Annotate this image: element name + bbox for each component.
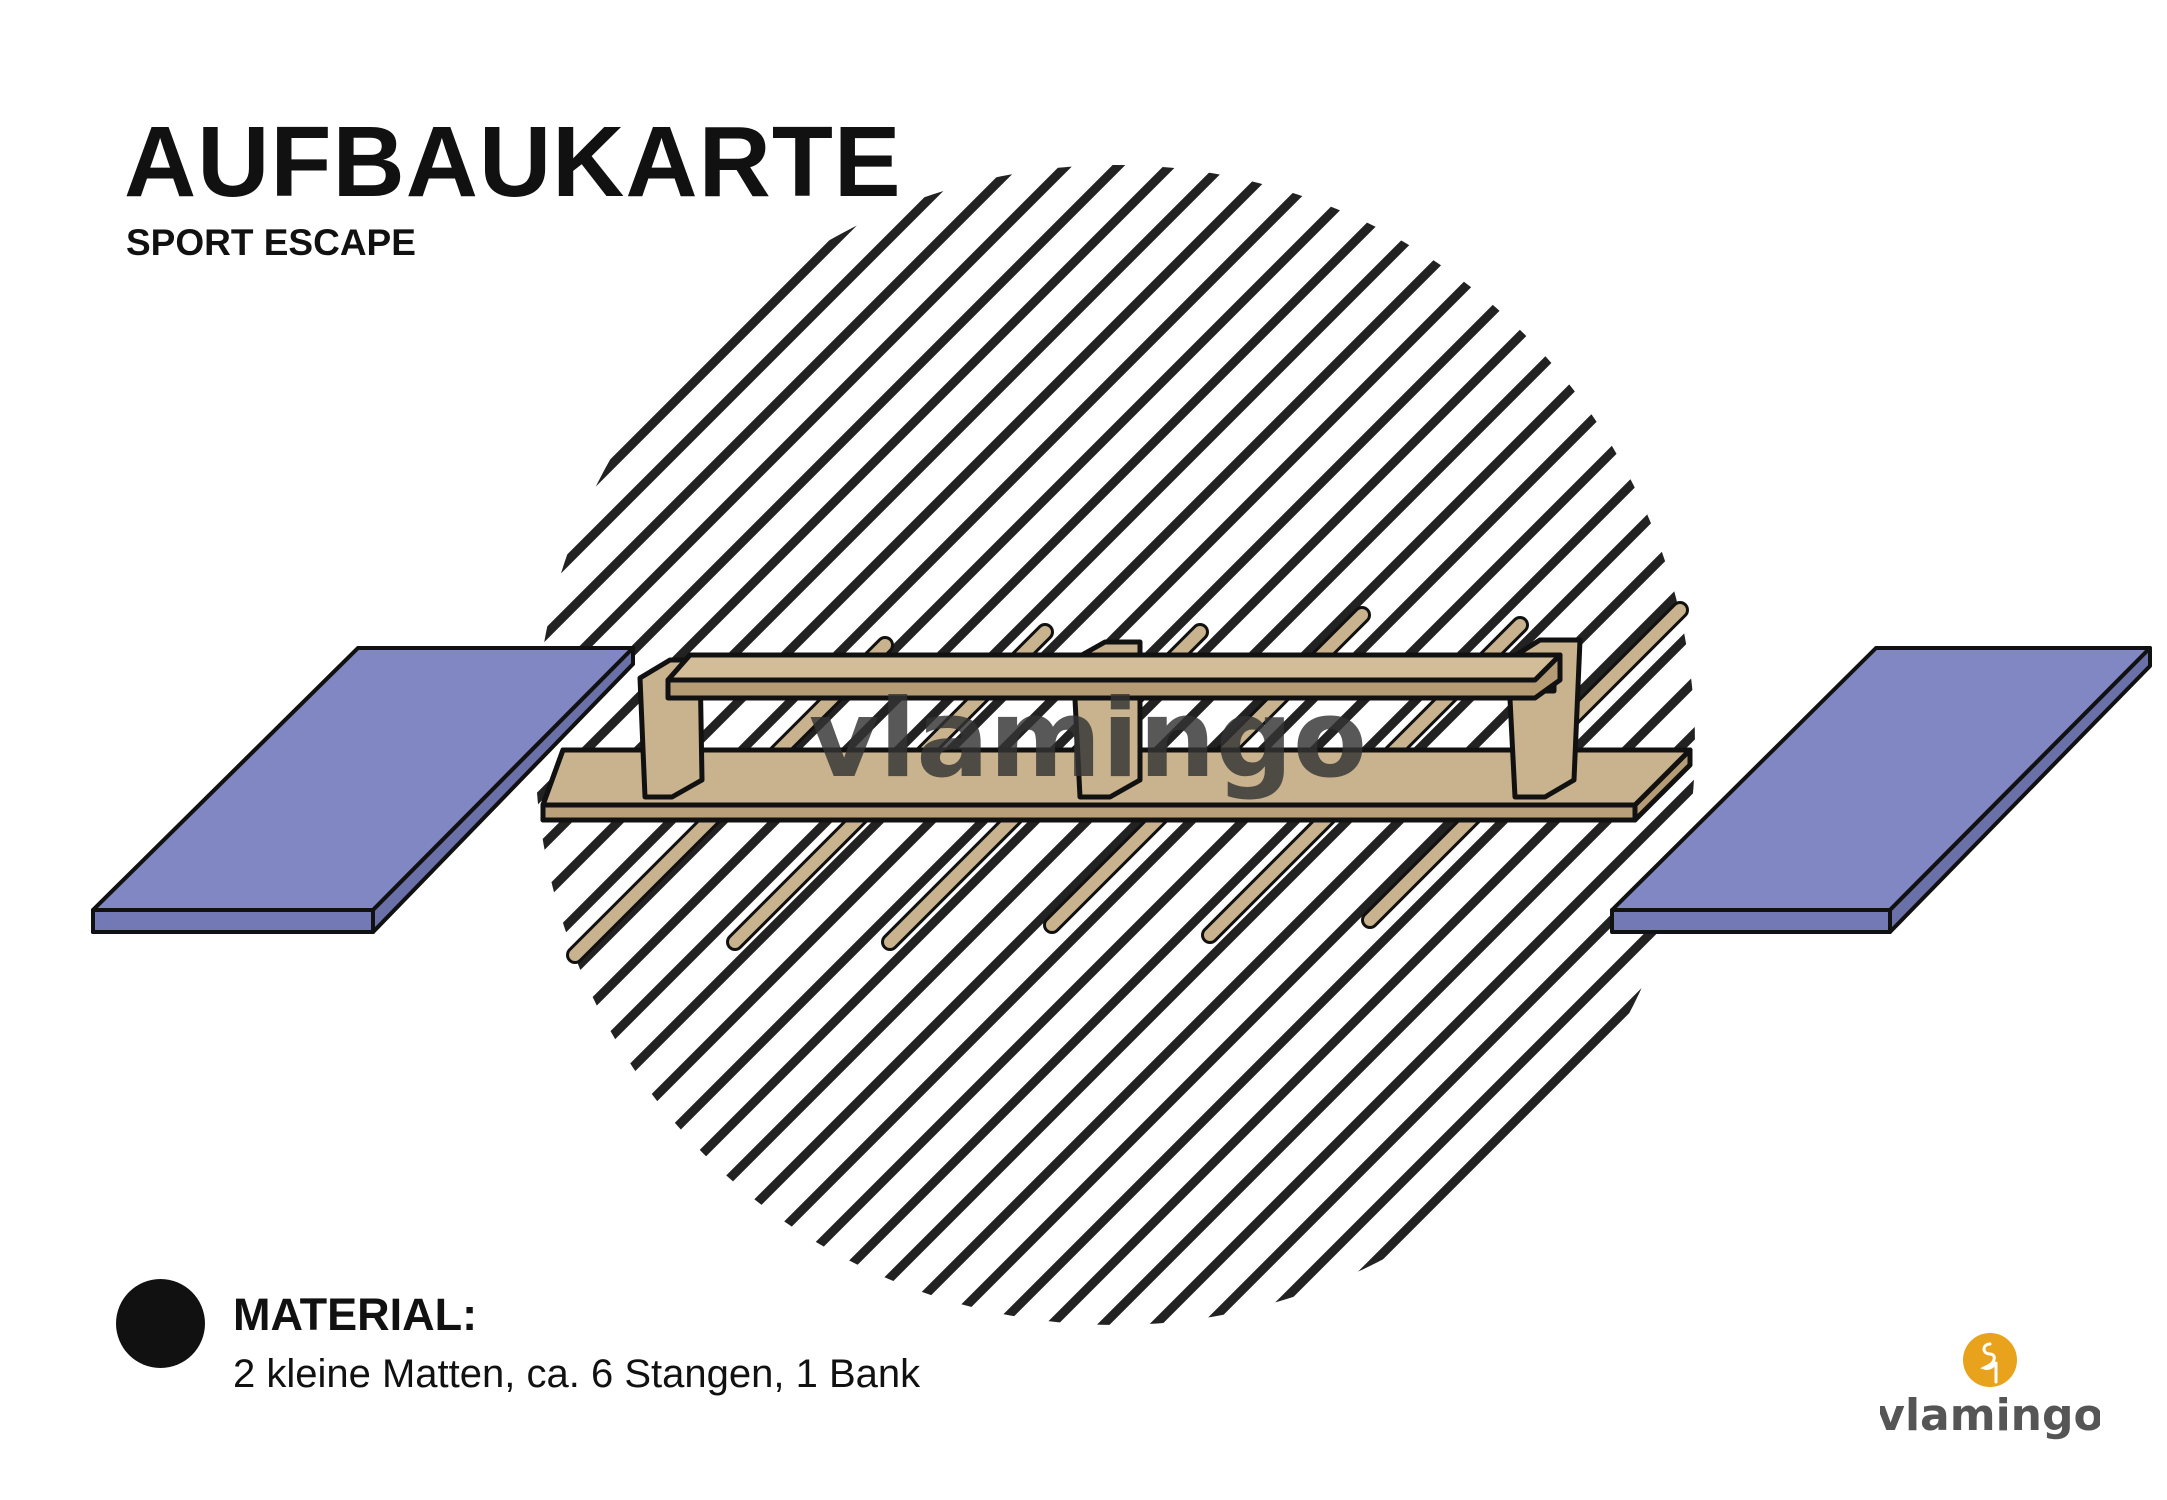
hatch-line <box>2072 0 2167 1500</box>
box-icon <box>116 1279 205 1368</box>
hatch-line <box>0 0 36 1500</box>
hatch-line <box>1028 165 1695 1325</box>
watermark-text: vlamingo <box>809 677 1367 802</box>
hatch-line <box>0 0 140 1500</box>
brand-name: vlamingo <box>1880 1390 2100 1440</box>
material-heading: MATERIAL: <box>233 1289 478 1340</box>
hatch-line <box>0 0 88 1500</box>
mat-right <box>1610 646 2152 934</box>
page-title: AUFBAUKARTE <box>124 106 902 218</box>
bench <box>540 637 1693 823</box>
brand-logo: vlamingo <box>1876 1330 2104 1441</box>
hatch-line <box>1132 165 1695 1325</box>
hatch-line <box>535 165 1184 1325</box>
hatch-line <box>535 165 1080 1325</box>
page-subtitle: SPORT ESCAPE <box>126 222 416 263</box>
mat-left <box>91 646 635 934</box>
hatch-line <box>1080 165 1695 1325</box>
material-list: 2 kleine Matten, ca. 6 Stangen, 1 Bank <box>233 1352 921 1396</box>
hatch-line <box>535 165 1132 1325</box>
hatch-line <box>2124 0 2167 1500</box>
hatch-line <box>535 165 1236 1325</box>
hatch-line <box>535 165 1288 1325</box>
hatch-line <box>976 165 1695 1325</box>
flamingo-icon: vlamingo <box>1876 1333 2104 1441</box>
